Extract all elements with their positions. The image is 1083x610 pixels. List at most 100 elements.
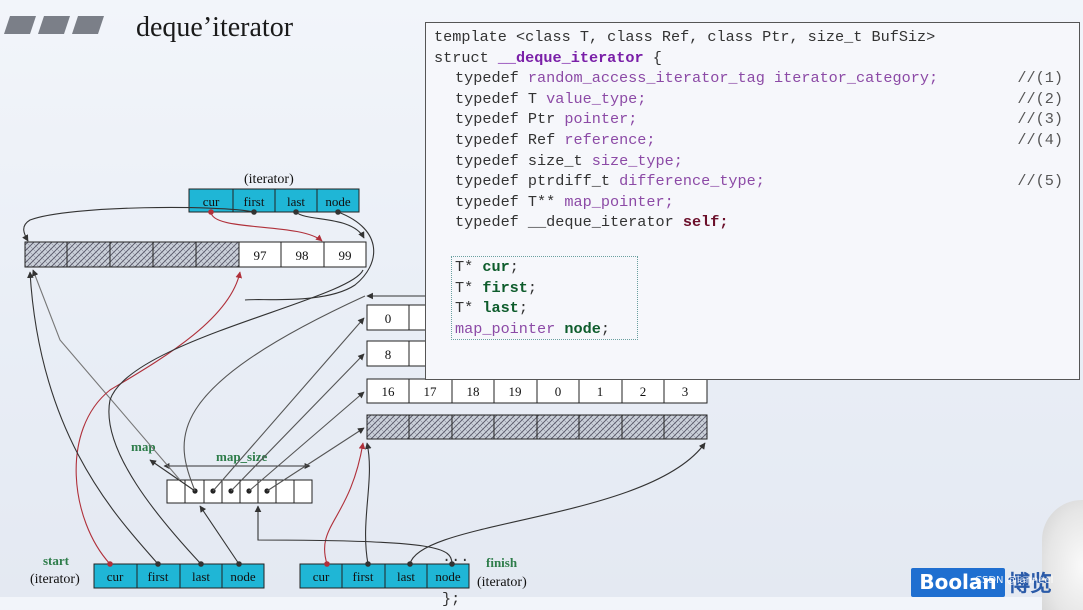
typedef-comment: //(5) — [1017, 172, 1063, 191]
deque-iterator-diagram: deque’iterator (iterator) cur first last… — [4, 12, 708, 590]
typedef-kw: typedef — [455, 130, 528, 149]
csdn-watermark: CSDN @lanneel — [975, 575, 1054, 586]
member-line: T* cur; — [455, 257, 637, 278]
map-array — [166, 479, 313, 504]
member-line: map_pointer node; — [455, 319, 637, 340]
top-iterator-last: last — [287, 194, 305, 209]
typedef-comment: //(3) — [1017, 110, 1063, 129]
member-line: T* first; — [455, 278, 637, 299]
buffer-value-97: 97 — [254, 248, 268, 263]
top-iterator-first: first — [244, 194, 265, 209]
start-iterator: cur first last node — [93, 561, 265, 589]
presenter-silhouette — [1042, 500, 1083, 610]
buffer-value-99: 99 — [339, 248, 352, 263]
start-node: node — [230, 569, 256, 584]
typedef-comment: //(1) — [1017, 69, 1063, 88]
buffer-value: 17 — [424, 384, 438, 399]
member-name: first — [482, 278, 528, 297]
typedef-name: map_pointer; — [564, 192, 674, 211]
side-buffer-value-0: 0 — [385, 311, 392, 326]
typedef-line: typedef random_access_iterator_tag itera… — [434, 68, 1071, 89]
start-label: start — [43, 553, 70, 568]
side-buffer-0: 0 — [366, 304, 428, 331]
side-buffer-value-8: 8 — [385, 347, 392, 362]
buffer-value: 19 — [509, 384, 522, 399]
member-name: node — [564, 319, 601, 338]
member-end: ; — [509, 258, 519, 276]
typedef-kw: typedef — [455, 192, 528, 211]
typedef-type: __deque_iterator — [527, 213, 683, 232]
buffer-value: 18 — [467, 384, 480, 399]
finish-sublabel: (iterator) — [477, 575, 527, 590]
top-buffer: 97 98 99 — [24, 241, 367, 268]
title-decoration — [4, 16, 104, 34]
member-name: last — [482, 299, 519, 318]
typedef-type: size_t — [527, 151, 592, 170]
typedef-name: difference_type; — [619, 172, 765, 191]
code-ellipsis: ... — [442, 547, 470, 566]
code-struct-line: struct __deque_iterator { — [434, 48, 1071, 69]
typedef-comment: //(4) — [1017, 130, 1063, 149]
typedef-type: ptrdiff_t — [527, 172, 620, 191]
typedef-comment: //(2) — [1017, 89, 1063, 108]
member-type: map_pointer — [455, 319, 565, 338]
typedef-kw: typedef — [455, 69, 528, 88]
top-iterator-label: (iterator) — [244, 172, 294, 187]
finish-cur: cur — [313, 569, 330, 584]
typedef-name: reference; — [564, 130, 656, 149]
map-label: map — [131, 439, 156, 454]
top-iterator-cur: cur — [203, 194, 220, 209]
typedef-line: typedef size_t size_type; — [434, 151, 1071, 172]
typedef-name: size_type; — [591, 151, 683, 170]
brace-open: { — [643, 48, 662, 67]
typedef-name: self; — [682, 213, 729, 232]
typedef-line: typedef Ptr pointer; //(3) — [434, 109, 1071, 130]
typedef-type: Ptr — [527, 110, 565, 129]
hatched-buffer — [366, 414, 708, 440]
top-iterator-node: node — [325, 194, 351, 209]
typedef-kw: typedef — [455, 151, 528, 170]
map-size-label: map_size — [216, 449, 268, 464]
struct-keyword: struct — [434, 48, 498, 67]
side-buffer-8: 8 — [366, 340, 428, 367]
pointer-arrows — [22, 206, 706, 565]
typedef-name: pointer; — [564, 110, 638, 129]
member-line: T* last; — [455, 298, 637, 319]
finish-last: last — [397, 569, 415, 584]
buffer-value-98: 98 — [296, 248, 309, 263]
member-end: ; — [600, 319, 610, 338]
member-type: T* — [455, 278, 483, 297]
member-name: cur — [482, 258, 510, 276]
page-title: deque’iterator — [136, 12, 294, 43]
buffer-value: 1 — [597, 384, 604, 399]
typedef-kw: typedef — [455, 172, 528, 191]
typedef-kw: typedef — [455, 213, 528, 232]
start-sublabel: (iterator) — [30, 572, 80, 587]
code-panel: template <class T, class Ref, class Ptr,… — [425, 22, 1080, 608]
finish-iterator: cur first last node — [299, 561, 470, 589]
typedef-type: T — [527, 89, 547, 108]
start-last: last — [192, 569, 210, 584]
typedef-type: random_access_iterator_tag — [527, 69, 774, 88]
typedef-line: typedef T value_type; //(2) — [434, 89, 1071, 110]
finish-label: finish — [486, 555, 518, 570]
typedef-name: iterator_category; — [774, 69, 939, 88]
buffer-value: 16 — [382, 384, 396, 399]
typedef-line: typedef T** map_pointer; — [434, 192, 1071, 213]
typedef-name: value_type; — [546, 89, 647, 108]
finish-first: first — [353, 569, 374, 584]
buffer-value: 2 — [640, 384, 647, 399]
struct-name: __deque_iterator — [497, 48, 644, 67]
buffer-value: 0 — [555, 384, 562, 399]
typedef-line: typedef ptrdiff_t difference_type; //(5) — [434, 171, 1071, 192]
typedef-type: T** — [527, 192, 565, 211]
start-first: first — [148, 569, 169, 584]
boolan-logo-cn: 博览 — [1008, 572, 1053, 597]
typedef-kw: typedef — [455, 89, 528, 108]
typedef-kw: typedef — [455, 110, 528, 129]
typedef-line: typedef Ref reference;//(4) — [434, 130, 1071, 151]
members-box: T* cur; T* first; T* last; map_pointer n… — [451, 256, 638, 340]
member-type: T* — [455, 299, 483, 318]
member-end: ; — [527, 278, 538, 297]
values-buffer: 16 17 18 19 0 1 2 3 — [366, 378, 708, 404]
